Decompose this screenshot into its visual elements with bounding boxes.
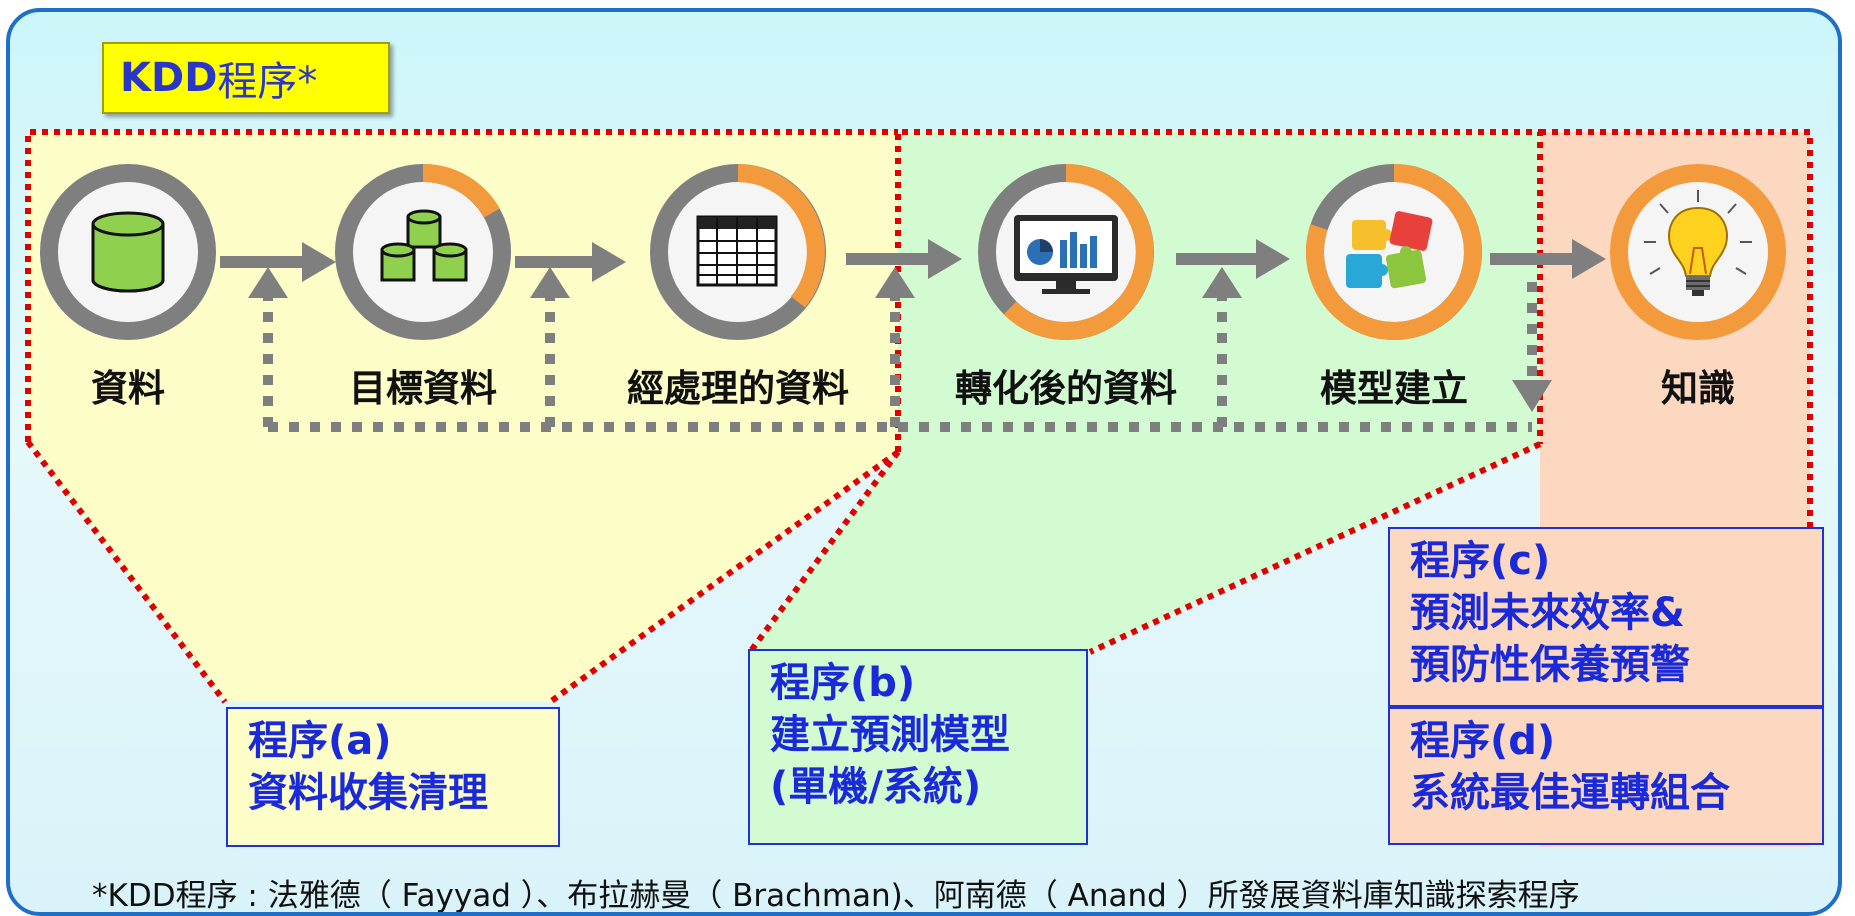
process-a-box: 程序(a) 資料收集清理 [226, 707, 560, 847]
node-label-knowledge: 知識 [1661, 367, 1735, 410]
process-a-title: 程序(a) [248, 718, 392, 764]
process-c-box: 程序(c) 預測未來效率& 預防性保養預警 [1388, 527, 1824, 707]
zone-b-left-taper [747, 450, 901, 654]
node-data [40, 164, 216, 340]
title-suffix: 程序* [217, 59, 318, 105]
table-icon [696, 215, 778, 287]
node-label-target-data: 目標資料 [349, 367, 497, 410]
flow-arrowhead-4 [1256, 239, 1290, 279]
node-processed-data [650, 164, 826, 340]
node-label-transformed-data: 轉化後的資料 [955, 367, 1177, 410]
node-transformed-data [978, 164, 1154, 340]
feedback-arrowhead-1 [248, 267, 288, 298]
process-b-title: 程序(b) [770, 660, 916, 706]
feedback-arrowhead-3 [875, 267, 915, 298]
zone-a-border [25, 129, 898, 442]
process-d-title: 程序(d) [1410, 718, 1556, 764]
footnote: *KDD程序 : 法雅德（ Fayyad ）、布拉赫曼（ Brachman)、阿… [92, 878, 1580, 914]
zone-c-border [1540, 129, 1813, 527]
title-prefix: KDD [120, 55, 218, 101]
flow-arrowhead-5 [1572, 239, 1606, 279]
flow-arrowhead-3 [928, 239, 962, 279]
lightbulb-icon [1644, 190, 1752, 296]
process-b-note: (單機/系統) [770, 764, 982, 810]
process-b-box: 程序(b) 建立預測模型 (單機/系統) [748, 649, 1088, 845]
feedback-arrowhead-5 [1512, 380, 1552, 412]
feedback-arrowhead-4 [1202, 267, 1242, 298]
process-c-desc: 預測未來效率& [1410, 590, 1685, 636]
database-cluster-icon [380, 209, 468, 282]
database-icon [91, 211, 165, 293]
node-target-data [335, 163, 511, 340]
node-label-model-building: 模型建立 [1320, 367, 1468, 410]
flow-arrowhead-1 [302, 242, 336, 282]
flow-arrowhead-2 [592, 242, 626, 282]
chart-monitor-icon [1014, 215, 1118, 294]
process-c-title: 程序(c) [1410, 538, 1551, 584]
zone-b-right-taper [1088, 441, 1542, 655]
process-d-desc: 系統最佳運轉組合 [1410, 770, 1730, 816]
process-c-note: 預防性保養預警 [1410, 642, 1690, 688]
node-label-processed-data: 經處理的資料 [627, 367, 849, 410]
process-b-desc: 建立預測模型 [770, 712, 1010, 758]
node-knowledge [1610, 164, 1786, 340]
process-a-desc: 資料收集清理 [248, 770, 488, 816]
node-label-data: 資料 [91, 367, 165, 410]
process-d-box: 程序(d) 系統最佳運轉組合 [1388, 707, 1824, 845]
feedback-arrowhead-2 [530, 267, 570, 298]
node-model-building [1306, 164, 1482, 340]
puzzle-icon [1346, 211, 1433, 289]
